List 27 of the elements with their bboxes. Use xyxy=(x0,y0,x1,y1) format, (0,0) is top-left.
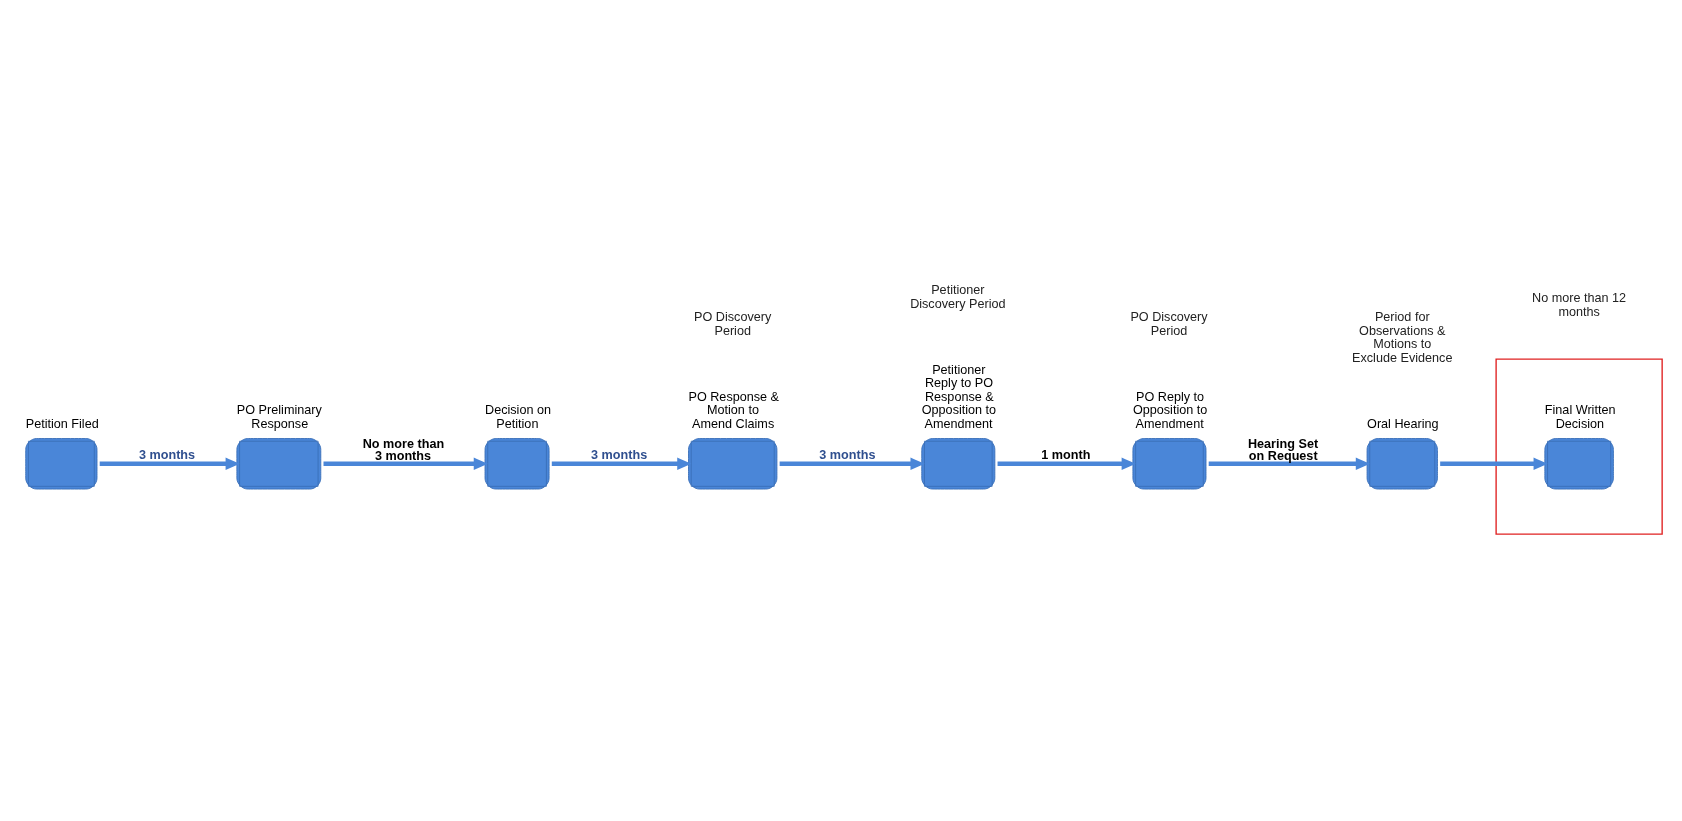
node-label: Oral Hearing xyxy=(1367,416,1439,431)
edge-label: 1 month xyxy=(1041,447,1091,462)
cluster xyxy=(1495,357,1663,535)
node-label: Petition Filed xyxy=(25,416,99,431)
node-label: Petitioner Reply to PO Response & Opposition to Amendment xyxy=(921,362,997,431)
arrow xyxy=(997,457,1136,470)
label: Petitioner Discovery Period xyxy=(910,282,1006,311)
label: PO Discovery Period xyxy=(694,309,772,338)
arrow xyxy=(1440,457,1548,470)
node-label: Final Written Decision xyxy=(1544,402,1616,431)
edge-label: 3 months xyxy=(591,447,648,462)
edge-label: Hearing Set on Request xyxy=(1247,436,1319,463)
node-label: Decision on Petition xyxy=(485,402,551,431)
edge-label: 3 months xyxy=(138,447,196,462)
edge-label: 3 months xyxy=(819,447,876,462)
arrow xyxy=(323,457,488,470)
arrow xyxy=(99,457,240,470)
node-label: PO Response & Motion to Amend Claims xyxy=(688,389,780,431)
arrow xyxy=(779,457,925,470)
arrow xyxy=(551,457,692,470)
node-label: PO Preliminary Response xyxy=(236,402,322,431)
arrow xyxy=(1208,457,1370,470)
node-label: PO Reply to Opposition to Amendment xyxy=(1132,389,1208,431)
label: Period for Observations & Motions to Exclude Evidence xyxy=(1352,309,1453,365)
label: No more than 12 months xyxy=(1532,290,1627,319)
edge-label: No more than 3 months xyxy=(362,436,445,463)
label: PO Discovery Period xyxy=(1130,309,1208,338)
